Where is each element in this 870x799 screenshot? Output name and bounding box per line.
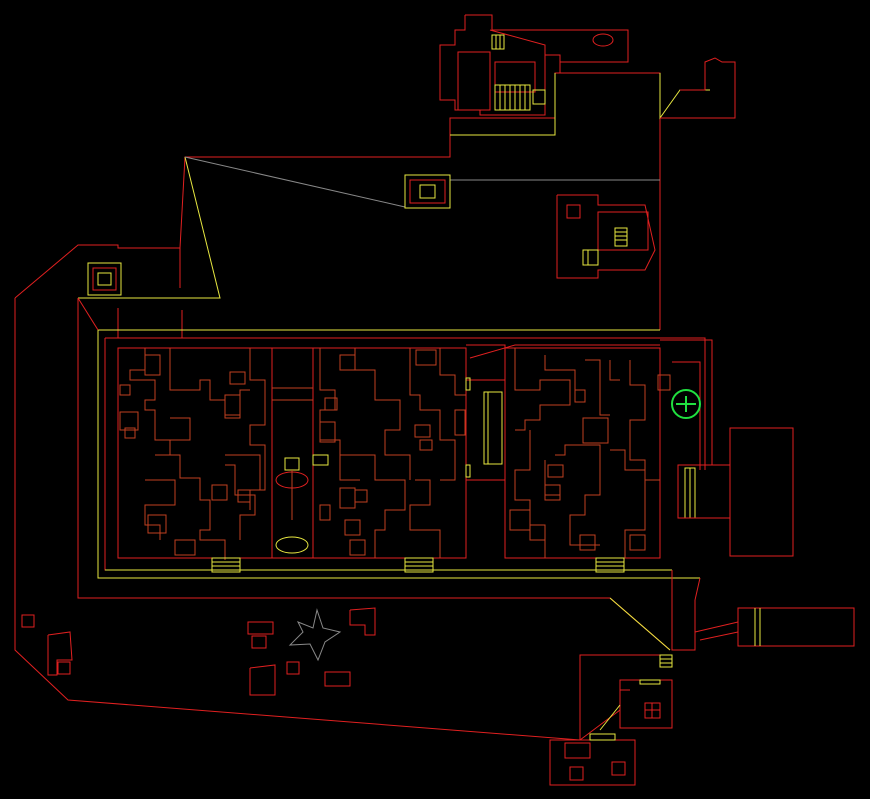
star-icon <box>288 608 342 662</box>
east-annex <box>671 427 855 651</box>
southeast-building <box>549 654 673 786</box>
north-building <box>439 14 736 136</box>
courtyard-objects <box>21 607 376 696</box>
main-compound <box>77 297 731 579</box>
east-stair-building <box>556 194 656 279</box>
lift-pad-north <box>404 174 451 209</box>
outer-boundary <box>14 72 671 741</box>
lift-pad-west <box>87 262 122 296</box>
player-arrow-icon <box>671 389 701 419</box>
